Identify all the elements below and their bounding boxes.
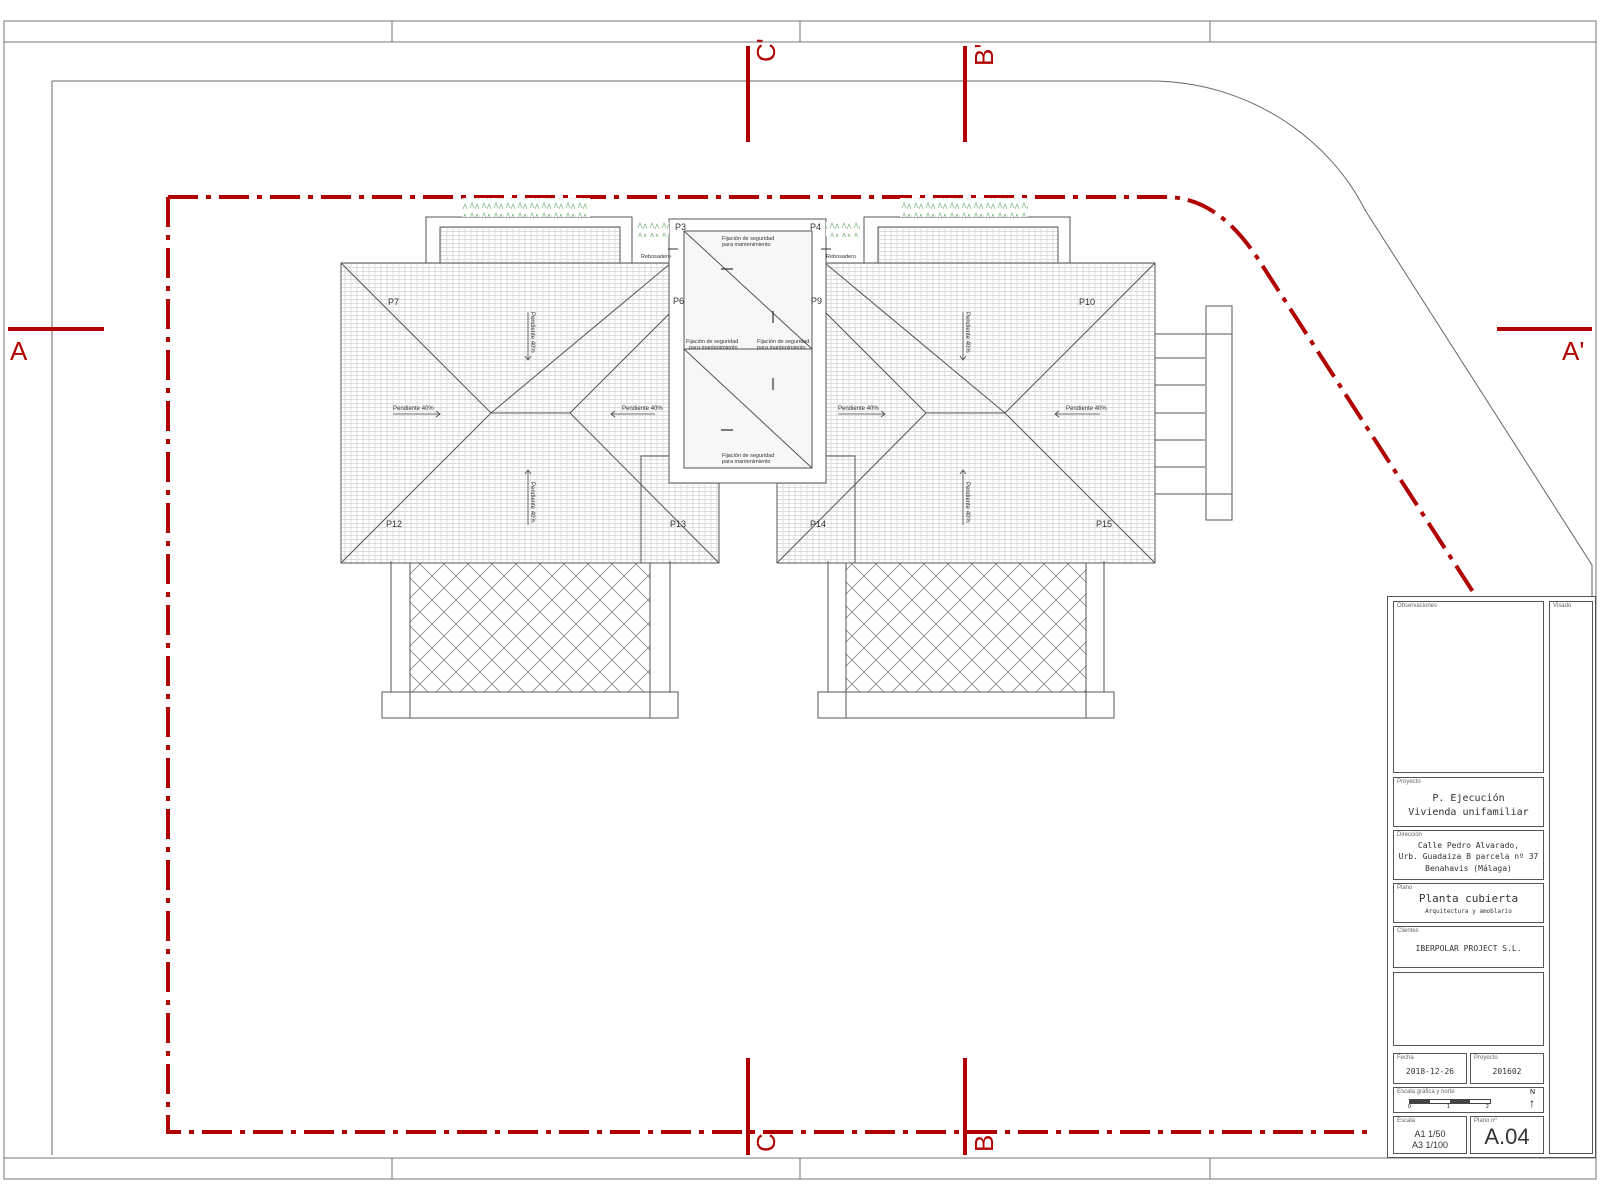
escala-box: Escala A1 1/50 A3 1/100 xyxy=(1393,1116,1467,1154)
section-label-c-prime: C' xyxy=(751,38,781,62)
slope-label: Pendiente 40% xyxy=(964,312,970,353)
visado-box: Visado xyxy=(1549,601,1593,1154)
proyecto-line1: P. Ejecución xyxy=(1432,793,1505,804)
plano-title: Planta cubierta xyxy=(1418,892,1519,905)
pillar-label: P14 xyxy=(810,519,826,529)
cliente-name: IBERPOLAR PROJECT S.L. xyxy=(1415,944,1522,953)
section-label-b-prime: B' xyxy=(969,44,999,66)
pillar-label: P12 xyxy=(386,519,402,529)
proyecto-line2: Vivienda unifamiliar xyxy=(1408,807,1529,818)
pillar-label: P15 xyxy=(1096,519,1112,529)
pillar-labels: P3 P4 P6 P9 P7 P10 P12 P13 P14 P15 xyxy=(386,222,1112,529)
anchor-label-sub: para mantenimiento xyxy=(722,242,771,248)
clientes-box: Clientes IBERPOLAR PROJECT S.L. xyxy=(1393,926,1544,968)
fecha-box: Fecha 2018-12-26 xyxy=(1393,1053,1467,1084)
fecha-value: 2018-12-26 xyxy=(1405,1067,1455,1076)
anchor-label: Fijación de seguridad xyxy=(686,339,738,345)
pillar-label: P13 xyxy=(670,519,686,529)
pillar-label: P6 xyxy=(673,296,684,306)
slope-labels: Pendiente 40% Pendiente 40% Pendiente 40… xyxy=(393,312,1107,523)
pillar-label: P10 xyxy=(1079,297,1095,307)
overflow-label: Rebosadero xyxy=(641,254,671,260)
scale-tick: 0 xyxy=(1408,1104,1411,1110)
anchor-label: Fijación de seguridad xyxy=(757,339,809,345)
anchor-label-sub: para mantenimiento xyxy=(722,459,771,465)
anchor-label: Fijación de seguridad xyxy=(722,453,774,459)
escala-label: Escala xyxy=(1397,1118,1416,1124)
pillar-label: P7 xyxy=(388,297,399,307)
scale-bar xyxy=(1409,1099,1491,1104)
section-label-c: C xyxy=(751,1133,781,1152)
slope-label: Pendiente 40% xyxy=(529,482,535,523)
plano-number-value: A.04 xyxy=(1484,1124,1530,1149)
direccion-line1: Calle Pedro Alvarado, xyxy=(1417,841,1520,850)
slope-label: Pendiente 40% xyxy=(964,482,970,523)
right-roof xyxy=(776,198,1233,719)
central-flat-roof xyxy=(635,218,860,484)
direccion-line2: Urb. Guadaiza B parcela nº 37 xyxy=(1398,852,1539,861)
clientes-label: Clientes xyxy=(1397,928,1419,934)
slope-label: Pendiente 40% xyxy=(1066,406,1107,412)
scale-bar-box: Escala gráfica y norte 0 1 2 N ↑ xyxy=(1393,1087,1544,1113)
direccion-label: Dirección xyxy=(1397,832,1423,838)
proyecto-number-box: Proyecto 201602 xyxy=(1470,1053,1544,1084)
proyecto-label: Proyecto xyxy=(1397,779,1421,785)
section-cut-lines xyxy=(8,46,1592,1155)
anchor-label: Fijación de seguridad xyxy=(722,236,774,242)
section-label-a: A xyxy=(10,336,28,366)
north-label: N xyxy=(1529,1089,1535,1096)
escala-a1: A1 1/50 xyxy=(1414,1129,1446,1139)
anchor-label-sub: para mantenimiento xyxy=(689,345,738,351)
pillar-label: P4 xyxy=(810,222,821,232)
fecha-label: Fecha xyxy=(1397,1055,1414,1061)
section-label-b: B xyxy=(969,1135,999,1152)
slope-label: Pendiente 40% xyxy=(529,312,535,353)
proyecto-box: Proyecto P. Ejecución Vivienda unifamili… xyxy=(1393,777,1544,827)
plano-subtitle: Arquitectura y amoblario xyxy=(1425,908,1512,915)
plano-number-label: Plano nº xyxy=(1474,1118,1497,1124)
proyecto-number-label: Proyecto xyxy=(1474,1055,1498,1061)
section-labels: A A' C' B' C B xyxy=(10,38,1584,1152)
north-arrow-icon: ↑ xyxy=(1529,1096,1535,1110)
pillar-label: P3 xyxy=(675,222,686,232)
plot-boundary xyxy=(51,80,1593,1155)
plano-box: Plano Planta cubierta Arquitectura y amo… xyxy=(1393,883,1544,923)
scale-tick: 2 xyxy=(1486,1104,1489,1110)
slope-arrows xyxy=(393,312,1100,525)
sheet-frame xyxy=(3,20,1597,1180)
pillar-label: P9 xyxy=(811,296,822,306)
visado-label: Visado xyxy=(1553,603,1572,609)
setback-line xyxy=(166,195,1477,1134)
slope-label: Pendiente 40% xyxy=(838,406,879,412)
slope-label: Pendiente 40% xyxy=(393,406,434,412)
slope-label: Pendiente 40% xyxy=(622,406,663,412)
observaciones-box: Observaciones xyxy=(1393,601,1544,773)
anchor-label-sub: para mantenimiento xyxy=(757,345,806,351)
direccion-line3: Benahavis (Málaga) xyxy=(1425,864,1512,873)
blank-box xyxy=(1393,972,1544,1046)
proyecto-number-value: 201602 xyxy=(1492,1067,1522,1076)
left-roof xyxy=(340,198,720,719)
scale-bar-label: Escala gráfica y norte xyxy=(1397,1089,1455,1095)
escala-a3: A3 1/100 xyxy=(1411,1140,1449,1150)
section-label-a-prime: A' xyxy=(1562,336,1584,366)
anchor-labels: Fijación de seguridad para mantenimiento… xyxy=(641,236,856,465)
direccion-box: Dirección Calle Pedro Alvarado, Urb. Gua… xyxy=(1393,830,1544,880)
plano-number-box: Plano nº A.04 xyxy=(1470,1116,1544,1154)
overflow-label: Rebosadero xyxy=(826,254,856,260)
scale-tick: 1 xyxy=(1447,1104,1450,1110)
observaciones-label: Observaciones xyxy=(1397,603,1438,609)
plano-label: Plano xyxy=(1397,885,1413,891)
